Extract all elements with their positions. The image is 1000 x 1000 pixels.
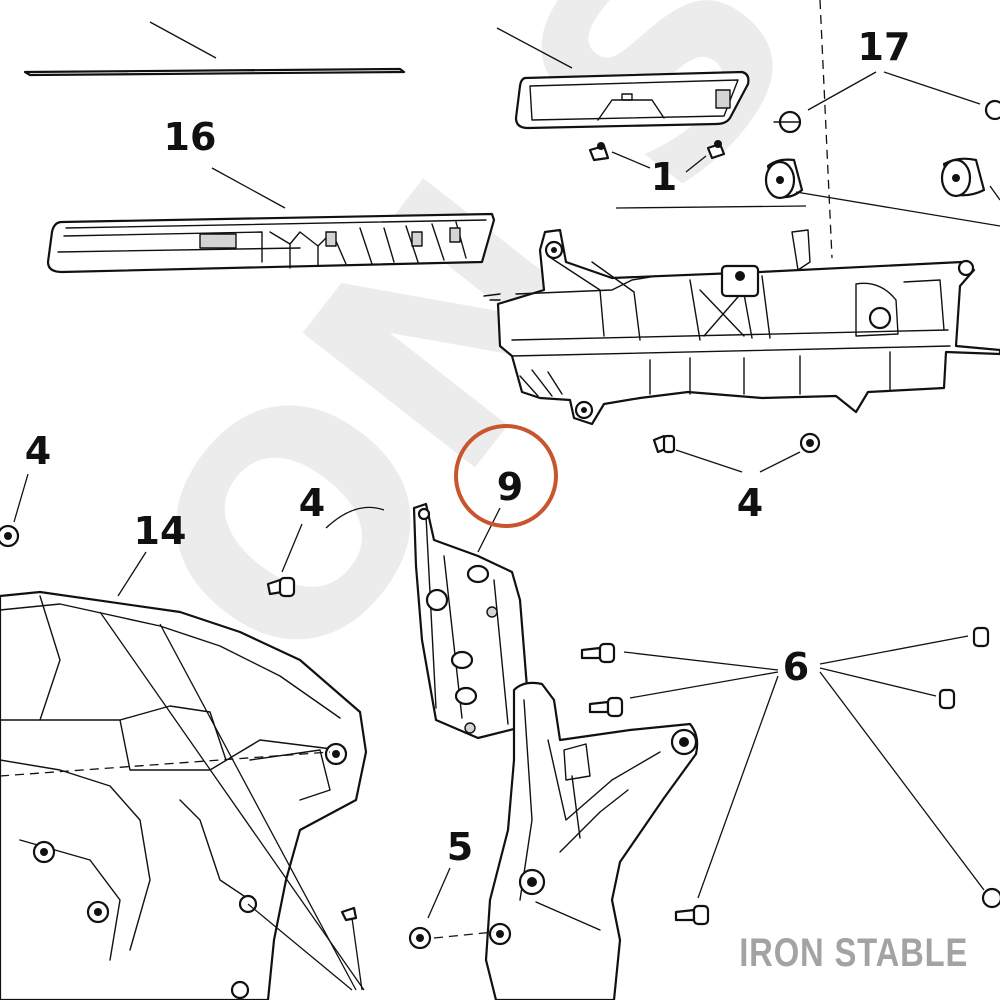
callout-9: 9 (497, 465, 523, 509)
callout-4-left: 4 (25, 429, 51, 473)
part-lens-top (496, 27, 750, 130)
part-lower-frame (484, 681, 699, 1000)
part-1-pins (588, 140, 807, 209)
callout-16: 16 (164, 115, 217, 159)
part-17-grommets (773, 71, 1000, 134)
part-14-housing (0, 551, 368, 1000)
part-4-fasteners (0, 432, 821, 598)
callout-17: 17 (858, 25, 911, 69)
part-rollers (764, 0, 1000, 259)
callout-labels: 16 17 1 4 4 4 14 9 6 5 (25, 25, 911, 869)
callout-4-center: 4 (299, 481, 325, 525)
callout-14: 14 (134, 509, 187, 553)
callout-4-right: 4 (737, 481, 763, 525)
callout-1: 1 (651, 155, 677, 199)
part-strip-top (23, 21, 406, 77)
part-6-bolts (580, 626, 1000, 926)
callout-6: 6 (783, 645, 809, 689)
brand-label: IRON STABLE (739, 931, 968, 975)
part-5-bolt (408, 867, 495, 950)
part-9-bracket (412, 502, 530, 740)
highlight-circle-callout-9 (454, 424, 558, 528)
part-16-light-bar (46, 167, 496, 274)
part-upper-bracket (483, 228, 1000, 426)
callout-5: 5 (447, 825, 473, 869)
